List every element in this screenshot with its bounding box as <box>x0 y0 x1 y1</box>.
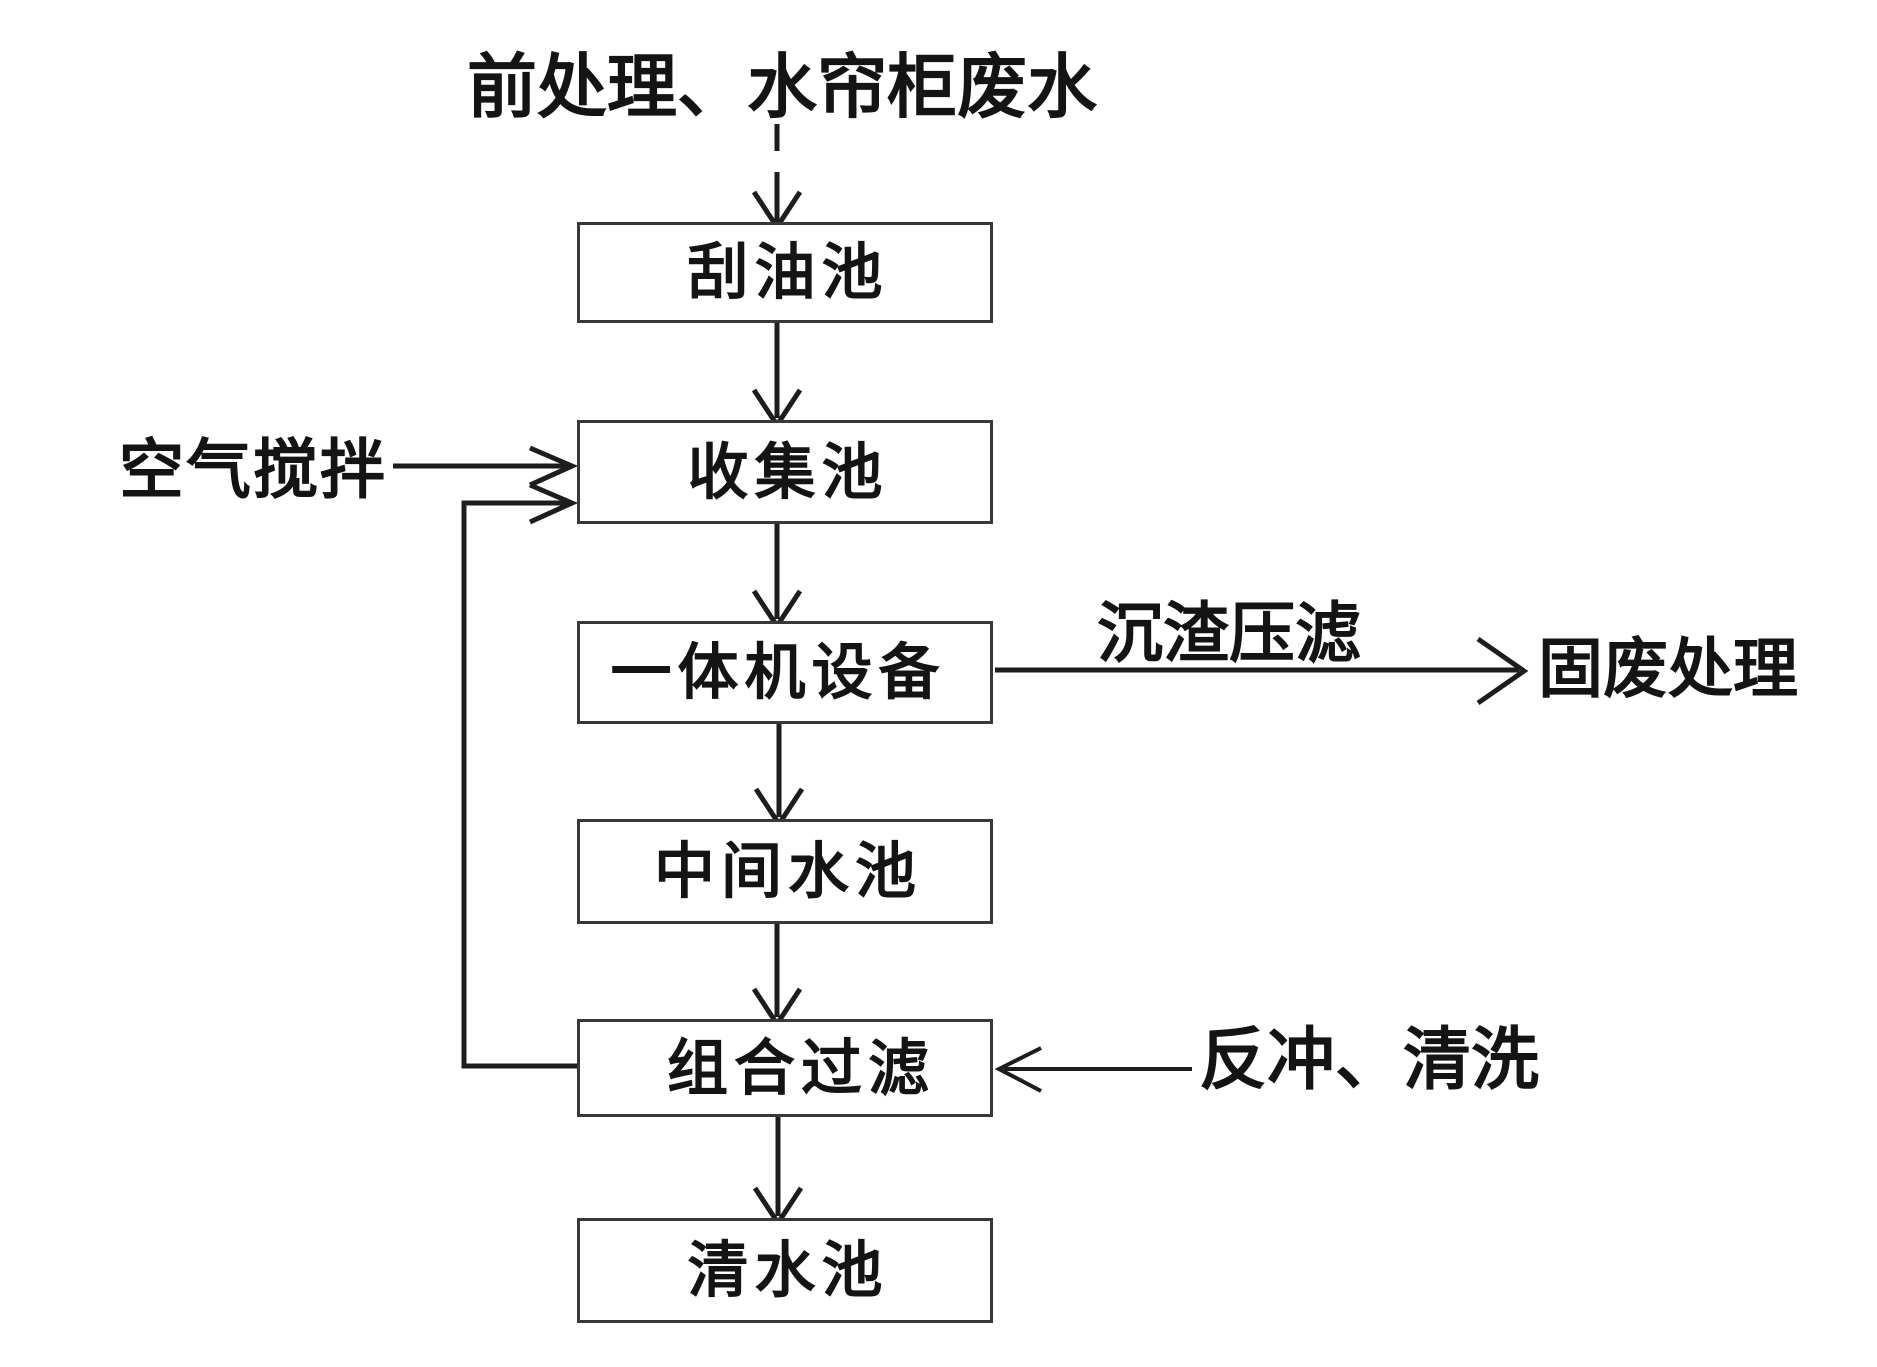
backwash-cleaning-label: 反冲、清洗 <box>1199 1022 1540 1098</box>
box-all-in-one-machine: 一体机设备 <box>577 621 993 724</box>
box-all-in-one-machine-label: 一体机设备 <box>610 638 946 706</box>
solid-waste-treatment-label: 固废处理 <box>1538 632 1799 705</box>
edge-source-to-scrape <box>751 124 803 232</box>
box-clean-water-tank-label: 清水池 <box>687 1236 889 1304</box>
edge-collect-to-machine <box>751 520 803 631</box>
box-oil-scraping-tank-label: 刮油池 <box>687 238 889 306</box>
air-agitation-label: 空气搅拌 <box>119 433 388 506</box>
edge-filter-to-collect-recirculation <box>461 482 579 1069</box>
edge-scrape-to-collect <box>751 321 803 430</box>
box-intermediate-tank: 中间水池 <box>577 819 993 924</box>
box-clean-water-tank: 清水池 <box>577 1218 993 1323</box>
edge-filter-to-clean <box>752 1113 804 1228</box>
source-label: 前处理、水帘柜废水 <box>467 48 1097 126</box>
box-intermediate-tank-label: 中间水池 <box>653 837 922 905</box>
box-combined-filtration: 组合过滤 <box>577 1019 993 1117</box>
edge-machine-to-solid-waste <box>995 636 1529 706</box>
edge-air-to-collect <box>393 445 579 488</box>
box-oil-scraping-tank: 刮油池 <box>577 222 993 323</box>
edge-middle-to-filter <box>751 920 803 1029</box>
sludge-press-filtration-label: 沉渣压滤 <box>1097 596 1361 670</box>
box-collection-tank: 收集池 <box>577 420 993 524</box>
box-collection-tank-label: 收集池 <box>687 437 889 506</box>
edge-machine-to-middle <box>753 720 805 829</box>
edge-backwash-to-filter <box>994 1046 1192 1093</box>
box-combined-filtration-label: 组合过滤 <box>666 1033 935 1102</box>
